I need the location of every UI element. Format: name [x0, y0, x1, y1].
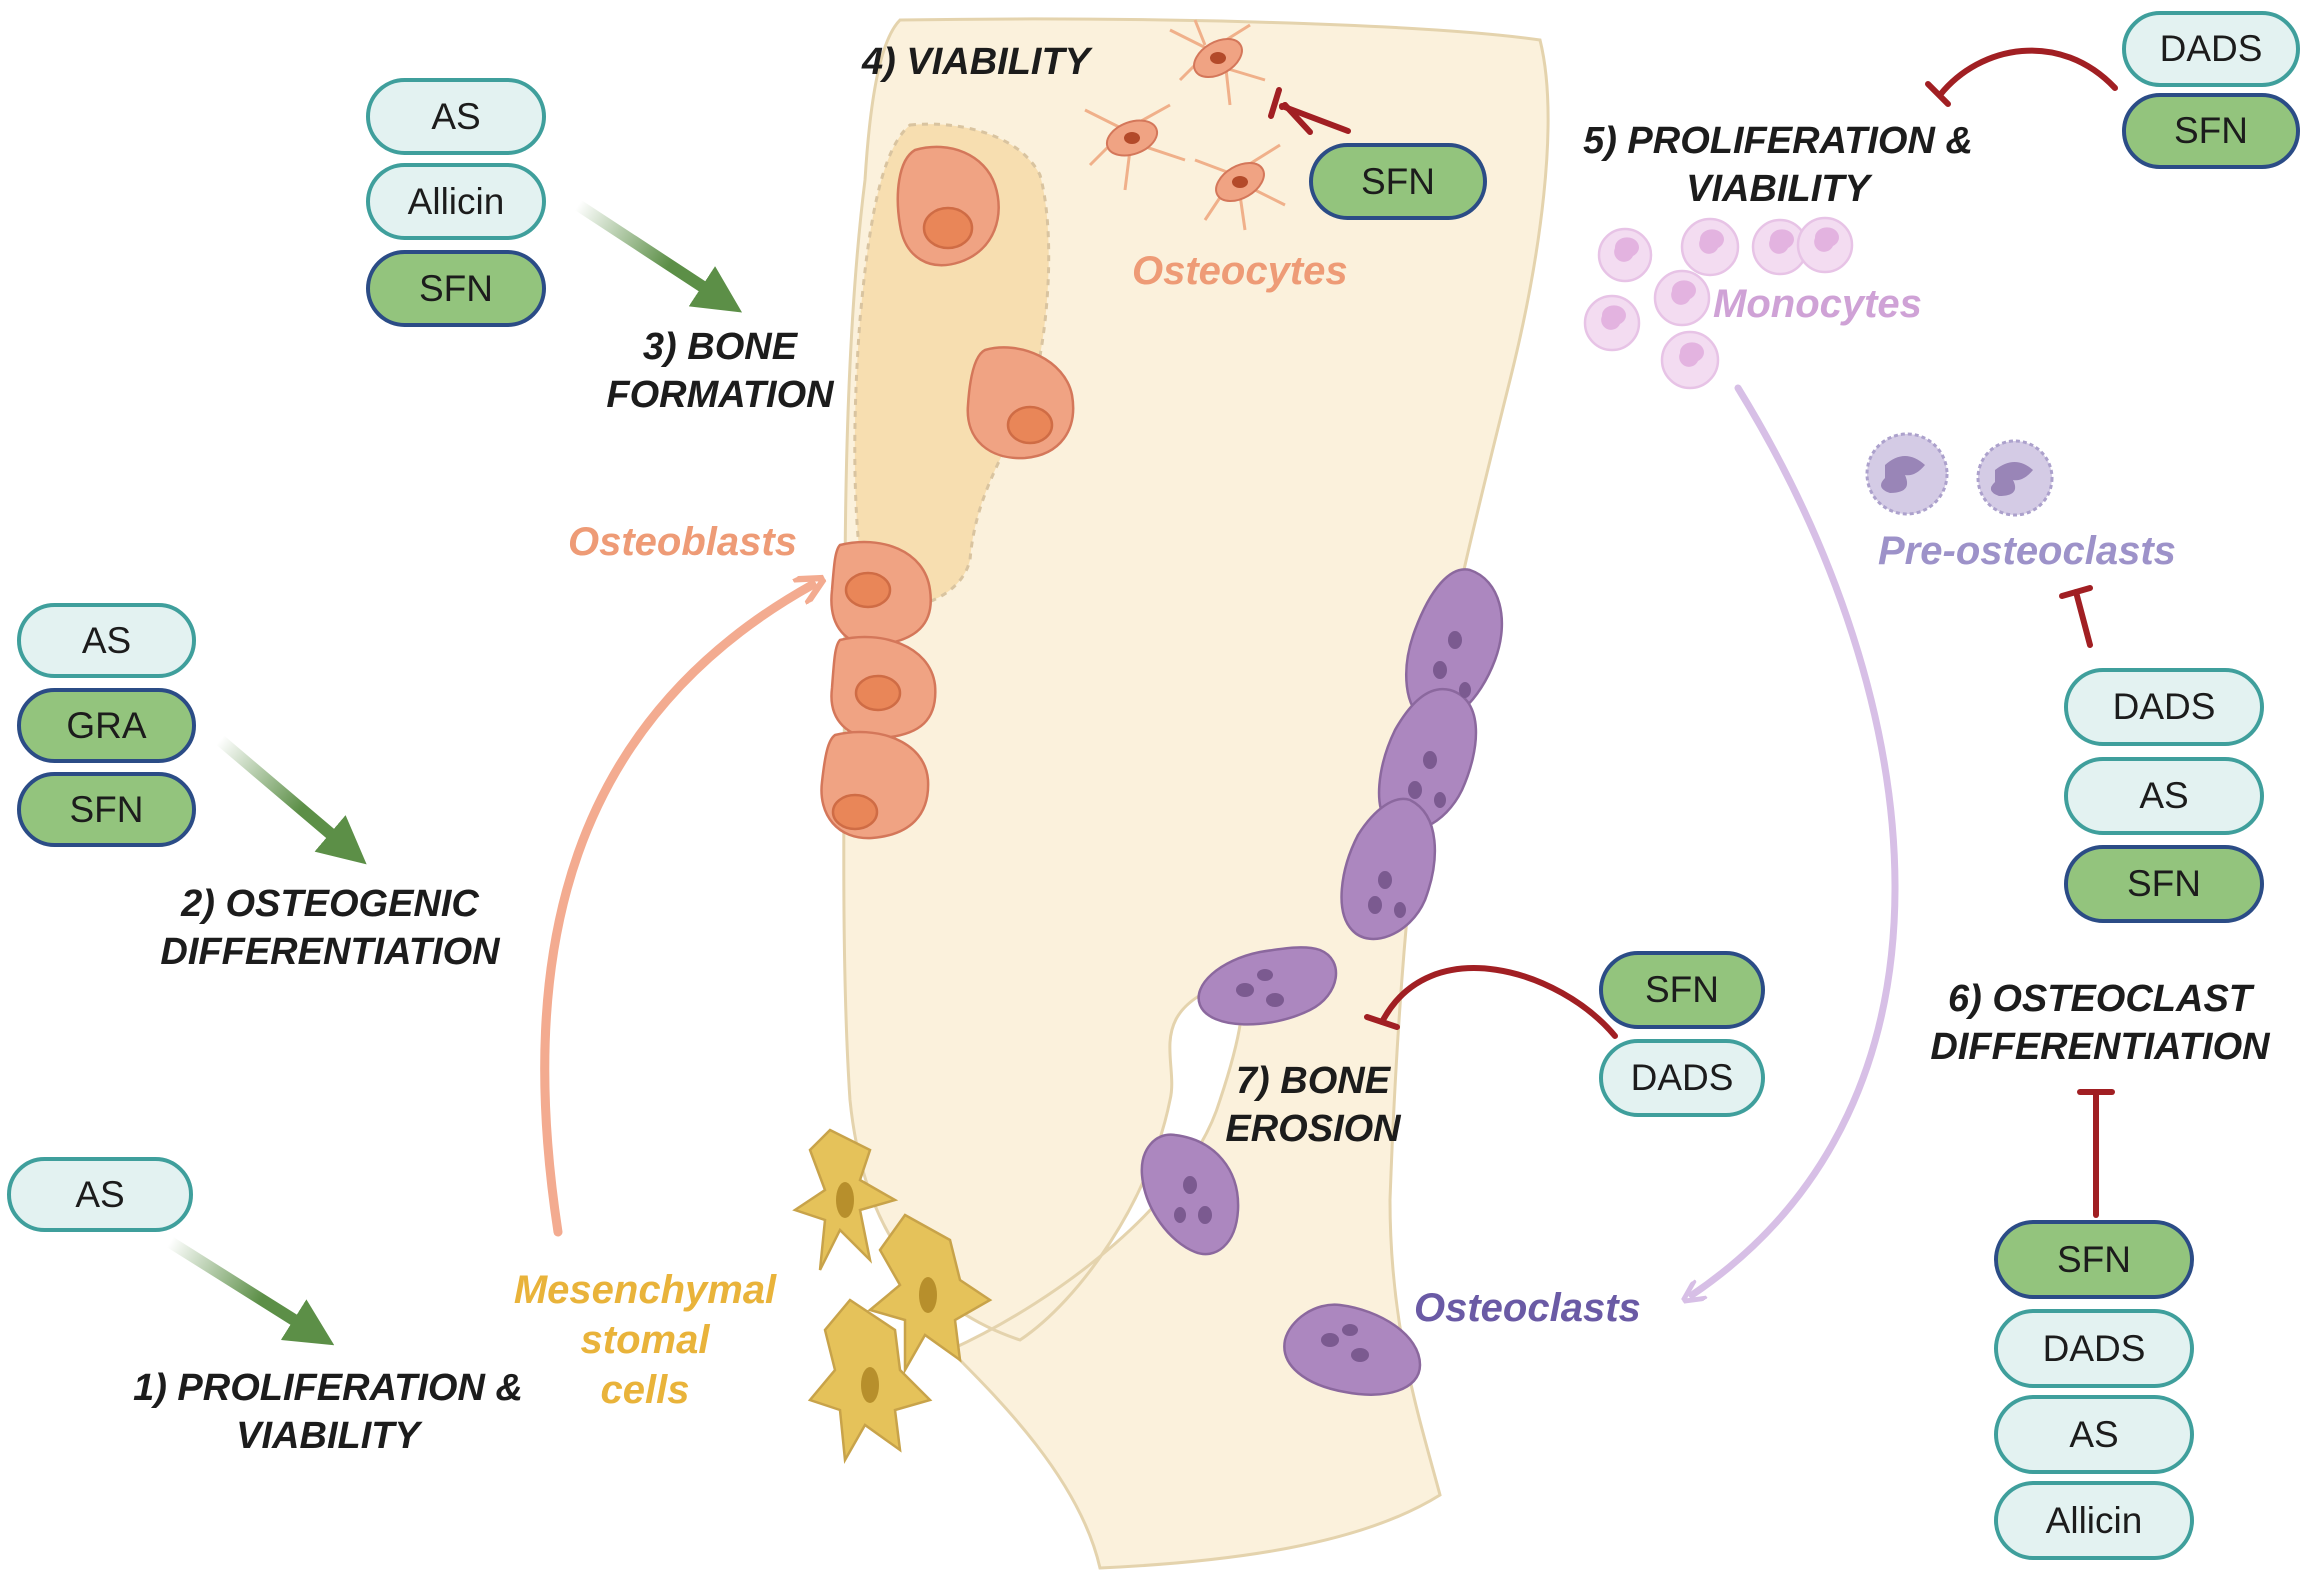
- process-label-5: 5) PROLIFERATION &VIABILITY: [1583, 120, 1973, 210]
- inhibit-monocyte: [1937, 47, 2118, 98]
- arrow-monocyte-to-osteoclast: [1692, 384, 1899, 1295]
- process-label-1: 1) PROLIFERATION &VIABILITY: [133, 1367, 523, 1457]
- compound-pill: SFN: [1994, 1220, 2194, 1299]
- arrow-promote-1: [164, 1236, 335, 1346]
- cell-label-monocytes: Monocytes: [1713, 282, 1922, 326]
- cell-label-preosteoclasts: Pre-osteoclasts: [1878, 529, 2176, 573]
- compound-pill: AS: [2064, 757, 2264, 835]
- compound-pill: SFN: [1309, 143, 1487, 220]
- msc-cells: [792, 1128, 993, 1465]
- cell-label-osteocytes: Osteocytes: [1132, 249, 1348, 293]
- compound-pill: AS: [7, 1157, 193, 1232]
- compound-pill: DADS: [1994, 1309, 2194, 1388]
- compound-pill: GRA: [17, 688, 196, 763]
- osteoblast-cells: [820, 145, 1075, 840]
- compound-pill: SFN: [2064, 845, 2264, 923]
- arrow-promote-3: [572, 199, 743, 313]
- cell-label-osteoclasts: Osteoclasts: [1414, 1286, 1641, 1330]
- compound-pill: DADS: [2122, 11, 2300, 87]
- compound-pill: DADS: [1599, 1039, 1765, 1117]
- compound-pill: SFN: [1599, 951, 1765, 1029]
- compound-pill: Allicin: [366, 163, 546, 240]
- inhibit-erosion: [1379, 965, 1618, 1039]
- process-label-4: 4) VIABILITY: [862, 41, 1091, 83]
- compound-pill: SFN: [366, 250, 546, 327]
- inhibition-lines: [1268, 47, 2118, 1218]
- compound-pill: AS: [366, 78, 546, 155]
- osteoclast-cells: [1140, 568, 1504, 1396]
- compound-pill: DADS: [2064, 668, 2264, 746]
- monocyte-cells: [1583, 216, 1854, 390]
- preosteoclast-cells: [1865, 432, 2054, 517]
- cell-label-osteoblasts: Osteoblasts: [568, 520, 797, 564]
- compound-pill: SFN: [17, 772, 196, 847]
- compound-pill: Allicin: [1994, 1481, 2194, 1560]
- compound-pill: SFN: [2122, 93, 2300, 169]
- arrow-msc-to-osteoblast: [540, 585, 812, 1237]
- osteoid-zone: [853, 122, 1051, 614]
- compound-pill: AS: [17, 603, 196, 678]
- compound-pill: AS: [1994, 1395, 2194, 1474]
- inhibit-preosteoclast: [2073, 589, 2093, 648]
- arrow-promote-2: [214, 734, 367, 865]
- osteocyte-cells: [1084, 19, 1286, 231]
